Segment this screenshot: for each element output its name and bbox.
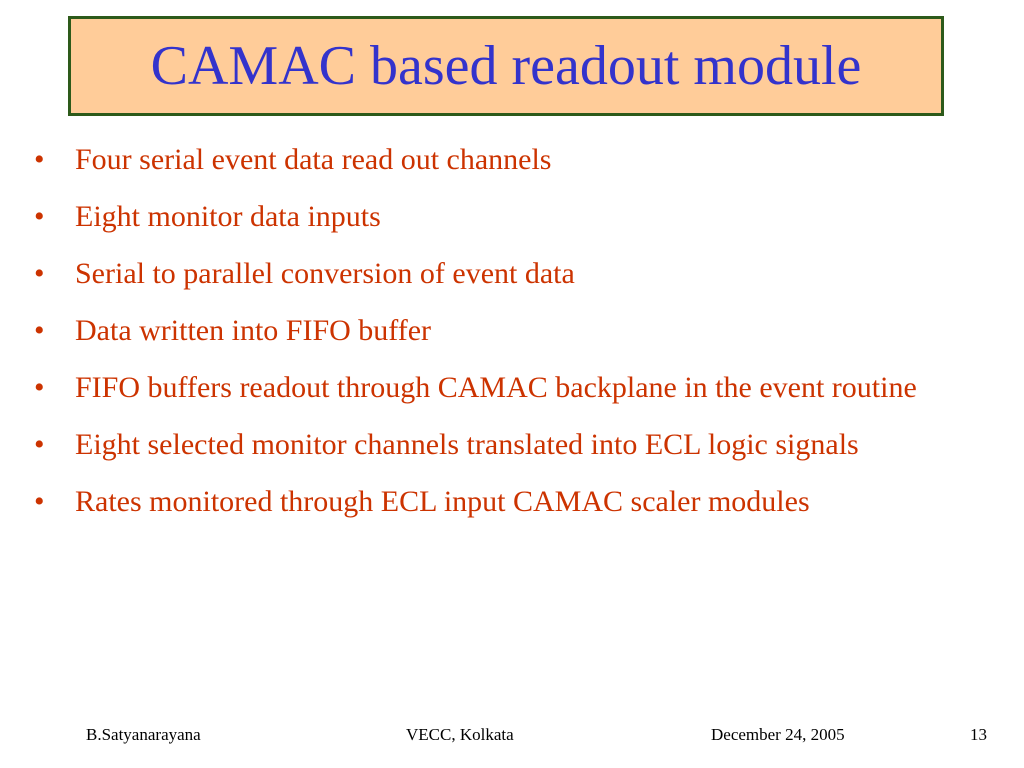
bullet-text: Four serial event data read out channels [75,143,552,176]
bullet-text: Serial to parallel conversion of event d… [75,257,575,290]
bullet-icon: • [34,143,45,176]
footer-page-number: 13 [970,725,987,744]
bullet-text: FIFO buffers readout through CAMAC backp… [75,371,917,404]
bullet-text: Data written into FIFO buffer [75,314,432,347]
footer-location: VECC, Kolkata [406,725,514,744]
footer-author: B.Satyanarayana [86,725,201,744]
bullet-item: • Serial to parallel conversion of event… [34,250,989,298]
bullet-text: Eight selected monitor channels translat… [75,428,859,461]
bullet-icon: • [34,314,45,347]
slide-title-box: CAMAC based readout module [68,16,944,116]
bullet-icon: • [34,371,45,404]
bullet-list: • Four serial event data read out channe… [34,136,989,535]
bullet-icon: • [34,485,45,518]
bullet-icon: • [34,200,45,233]
slide-title: CAMAC based readout module [150,35,862,97]
footer-date: December 24, 2005 [711,725,845,744]
bullet-item: • Rates monitored through ECL input CAMA… [34,478,989,526]
bullet-item: • Data written into FIFO buffer [34,307,989,355]
bullet-text: Rates monitored through ECL input CAMAC … [75,485,810,518]
bullet-item: • Four serial event data read out channe… [34,136,989,184]
bullet-icon: • [34,257,45,290]
bullet-item: • FIFO buffers readout through CAMAC bac… [34,364,989,412]
bullet-text: Eight monitor data inputs [75,200,381,233]
bullet-item: • Eight selected monitor channels transl… [34,421,989,469]
bullet-item: • Eight monitor data inputs [34,193,989,241]
bullet-icon: • [34,428,45,461]
